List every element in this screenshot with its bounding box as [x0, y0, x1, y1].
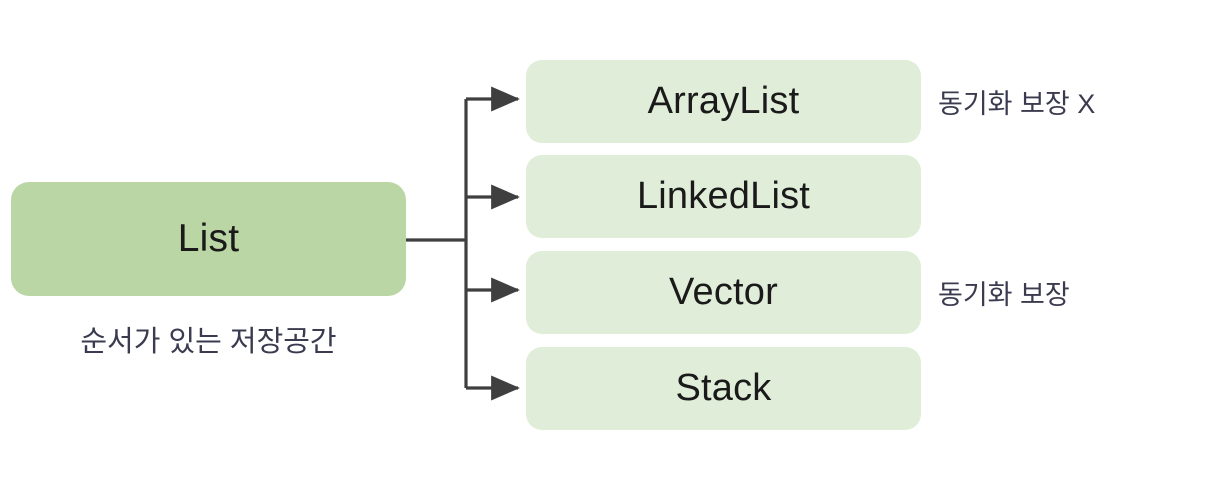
- node-label-list: List: [177, 217, 240, 260]
- node-vector: Vector: [526, 251, 921, 334]
- node-arraylist: ArrayList: [526, 60, 921, 143]
- node-stack: Stack: [526, 347, 921, 430]
- node-label-vector: Vector: [669, 271, 778, 313]
- node-linkedlist: LinkedList: [526, 155, 921, 238]
- node-list-root: List: [11, 182, 406, 296]
- node-label-linkedlist: LinkedList: [636, 175, 811, 217]
- node-label-stack: Stack: [675, 367, 772, 409]
- annotation-vector-sync: 동기화 보장: [938, 280, 1070, 310]
- root-caption: 순서가 있는 저장공간: [80, 326, 337, 358]
- annotation-arraylist-sync: 동기화 보장 X: [938, 89, 1096, 119]
- node-label-arraylist: ArrayList: [647, 80, 800, 122]
